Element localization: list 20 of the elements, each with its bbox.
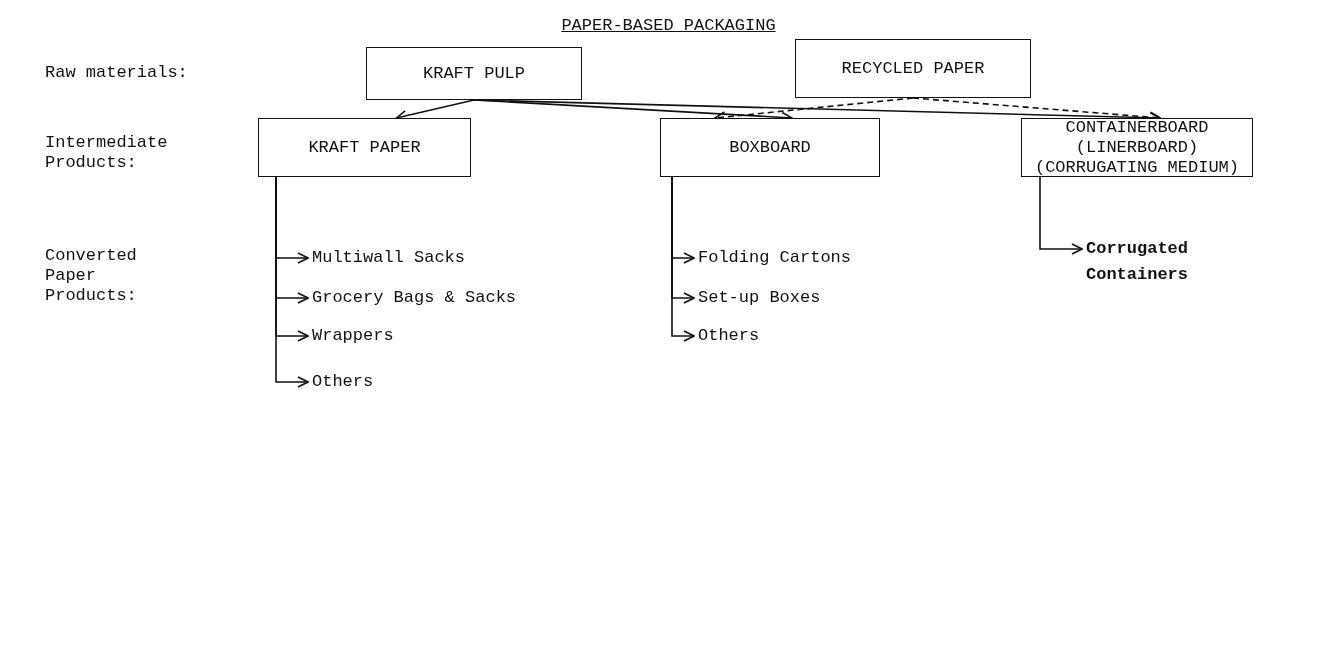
- material-box: CONTAINERBOARD (LINERBOARD) (CORRUGATING MEDIUM): [1021, 118, 1253, 177]
- diagram-title: PAPER-BASED PACKAGING: [561, 16, 776, 35]
- product-label: Others: [698, 323, 878, 347]
- product-label: Others: [312, 369, 532, 393]
- material-box: KRAFT PAPER: [258, 118, 471, 177]
- row-label: Intermediate Products:: [45, 133, 169, 173]
- arrow: [671, 176, 695, 342]
- row-label: Raw materials:: [45, 63, 189, 83]
- material-box: RECYCLED PAPER: [795, 39, 1031, 98]
- row-label: Converted Paper Products:: [45, 246, 138, 306]
- product-label: Corrugated Containers: [1086, 236, 1226, 282]
- product-label: Wrappers: [312, 323, 532, 347]
- arrow: [275, 176, 309, 388]
- product-label: Set-up Boxes: [698, 285, 878, 309]
- material-box: BOXBOARD: [660, 118, 880, 177]
- arrow: [1039, 176, 1083, 255]
- product-label: Multiwall Sacks: [312, 245, 532, 269]
- product-label: Grocery Bags & Sacks: [312, 285, 532, 309]
- material-box: KRAFT PULP: [366, 47, 582, 100]
- product-label: Folding Cartons: [698, 245, 878, 269]
